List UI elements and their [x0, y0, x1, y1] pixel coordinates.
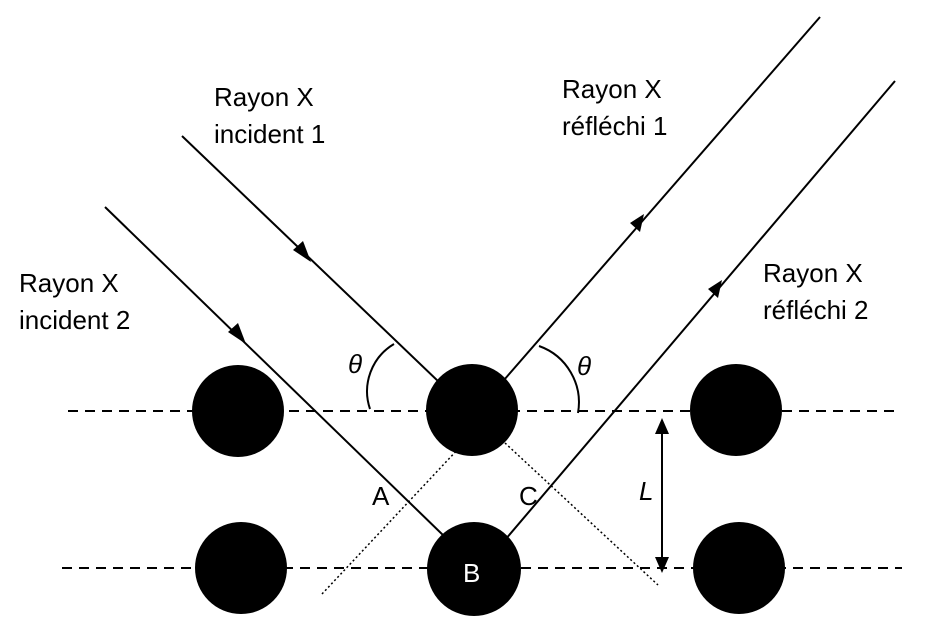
arrow-head-reflected-1	[630, 214, 644, 232]
arrow-head-reflected-2	[708, 280, 722, 298]
label-incident-2-line1: Rayon X	[19, 268, 119, 298]
label-incident-1-line1: Rayon X	[214, 82, 314, 112]
label-angle-theta-right: θ	[577, 351, 591, 381]
spacing-arrow-head-up	[655, 418, 669, 434]
wavefront-line-incident	[321, 446, 461, 595]
label-reflected-2-line2: réfléchi 2	[763, 295, 869, 325]
label-reflected-1-line2: réfléchi 1	[562, 111, 668, 141]
label-point-b: B	[463, 558, 480, 588]
atom-top-left	[192, 365, 284, 457]
incident-ray-1	[181, 135, 441, 384]
label-point-c: C	[519, 481, 538, 511]
wavefront-line-reflected	[504, 442, 659, 586]
angle-arc-right	[538, 345, 580, 414]
label-reflected-2-line1: Rayon X	[763, 258, 863, 288]
label-incident-1-line2: incident 1	[214, 119, 325, 149]
label-point-a: A	[372, 481, 390, 511]
spacing-arrow-head-down	[655, 557, 669, 573]
atom-bottom-right	[693, 522, 785, 614]
reflected-ray-1	[503, 16, 821, 381]
atom-top-center	[426, 364, 518, 456]
label-spacing-l: L	[639, 476, 653, 506]
angle-arc-left	[366, 343, 395, 410]
reflected-ray-2	[504, 80, 896, 541]
arrow-head-incident-1	[293, 241, 311, 262]
label-reflected-1-line1: Rayon X	[562, 74, 662, 104]
arrow-head-incident-2	[228, 323, 246, 344]
atom-bottom-center	[427, 522, 521, 616]
atom-bottom-left	[195, 522, 287, 614]
incident-ray-2	[104, 206, 446, 538]
atom-top-right	[690, 364, 782, 456]
label-incident-2-line2: incident 2	[19, 305, 130, 335]
label-angle-theta-left: θ	[348, 349, 362, 379]
